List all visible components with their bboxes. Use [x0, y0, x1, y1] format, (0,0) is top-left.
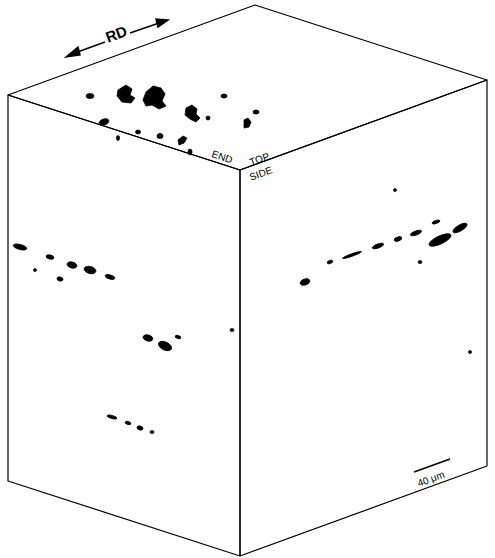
face-label: END — [210, 149, 233, 165]
rd-arrow — [66, 19, 168, 57]
side-face — [240, 80, 487, 556]
cube-outline — [8, 5, 487, 556]
face-label: SIDE — [248, 165, 273, 182]
inclusions-end — [13, 243, 234, 434]
inclusions-top — [86, 85, 259, 155]
scale-bar — [414, 459, 450, 472]
inclusions-side — [299, 189, 471, 354]
end-face — [8, 95, 240, 556]
top-face — [8, 5, 487, 170]
direction-label: RD — [103, 23, 128, 45]
